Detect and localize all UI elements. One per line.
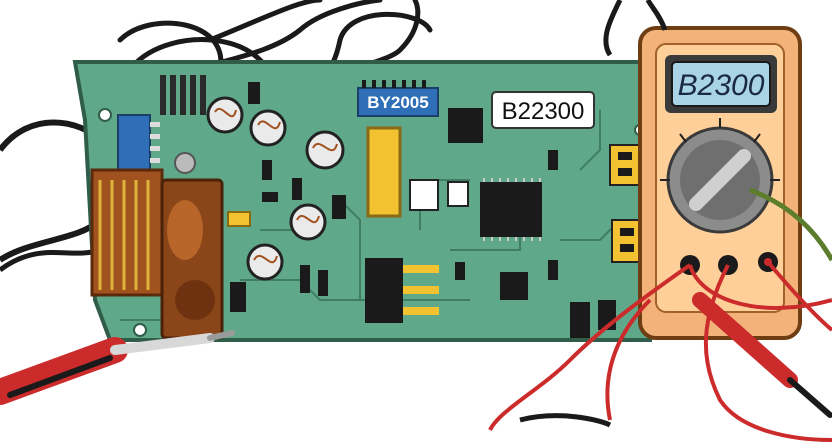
multimeter: B2300 [638, 26, 802, 340]
chip-label: BY2005 [367, 93, 428, 112]
black-lead-bottom [519, 413, 612, 428]
small-component [447, 181, 469, 207]
blue-chip: BY2005 [357, 80, 439, 117]
small-components [230, 82, 616, 338]
ic-chip-main [480, 178, 542, 241]
meter-display: B2300 [678, 69, 765, 102]
red-probe [692, 292, 832, 418]
mounting-hole [133, 323, 147, 337]
green-probe-wire [749, 187, 832, 262]
screwdriver [0, 330, 235, 405]
mounting-hole [98, 108, 112, 122]
board-sticker: B22300 [491, 91, 595, 129]
blue-dip-switch [117, 114, 160, 171]
yellow-component [227, 126, 402, 227]
meter-top-wires [603, 0, 668, 57]
capacitors [206, 96, 345, 281]
board-sticker-text: B22300 [502, 98, 585, 125]
heatsink [160, 75, 206, 115]
ic-chip-small [448, 108, 483, 143]
voltage-regulator [365, 258, 439, 323]
corroded-area [90, 152, 224, 340]
small-component [409, 179, 439, 211]
